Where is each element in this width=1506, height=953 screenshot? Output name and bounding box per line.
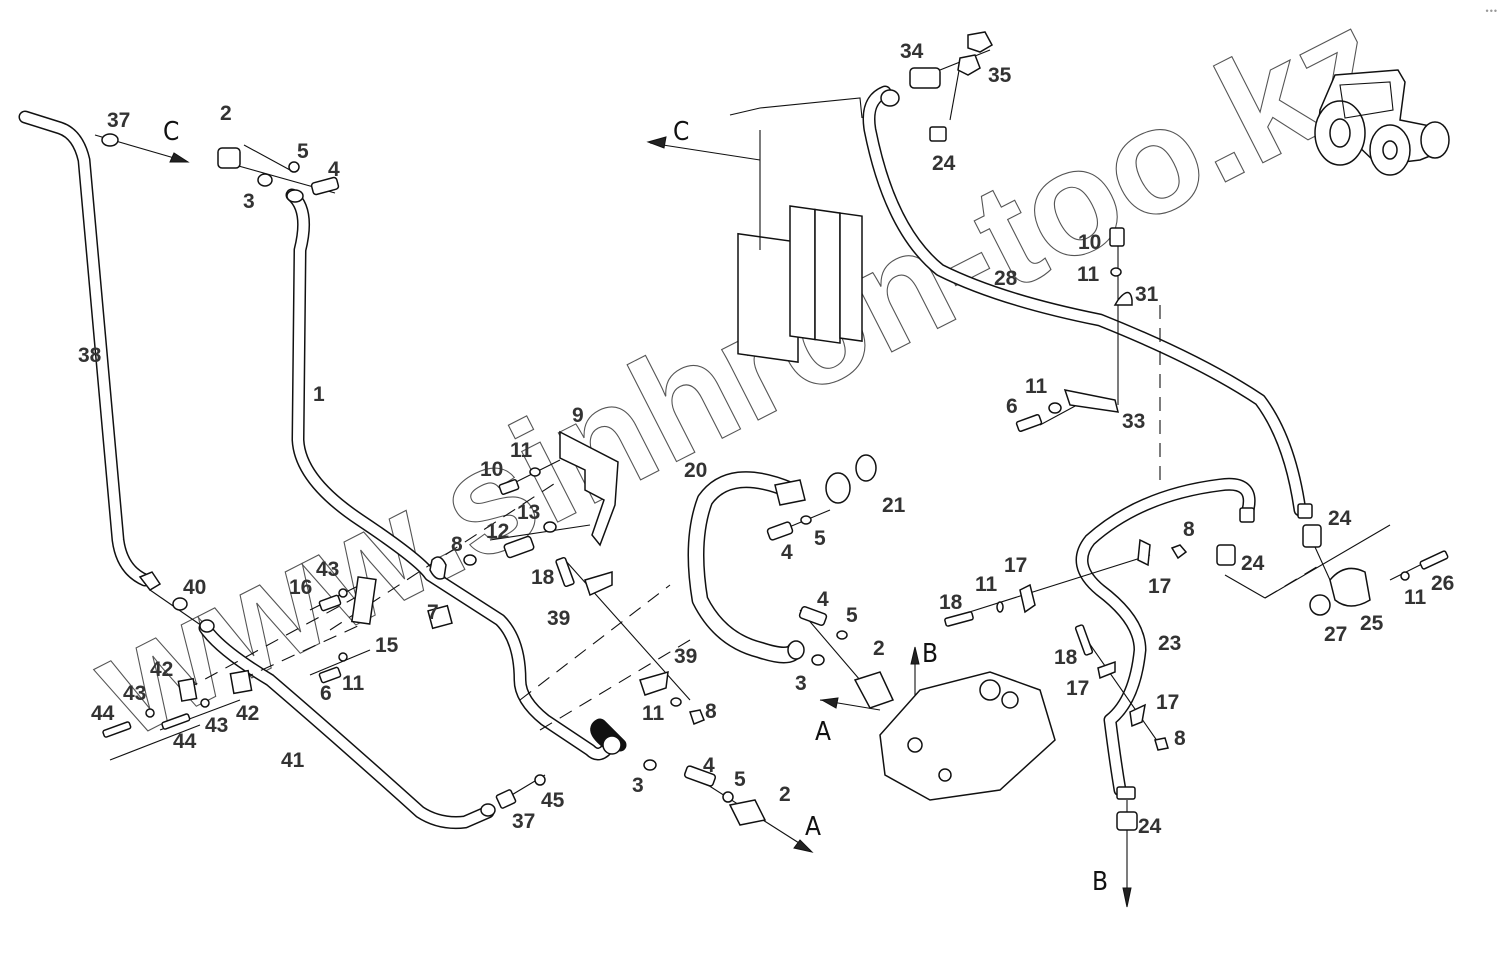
callout: 10	[480, 458, 503, 481]
callout: 39	[674, 645, 697, 668]
callout: 11	[510, 439, 533, 462]
callout: 11	[342, 672, 365, 695]
callout: 4	[703, 754, 715, 777]
callout: 35	[988, 64, 1012, 87]
callout: 10	[1078, 231, 1101, 254]
callout: 4	[817, 588, 829, 611]
callout: 16	[289, 576, 312, 599]
pipe-41	[198, 621, 495, 829]
callout: 44	[173, 730, 197, 753]
callout: 17	[1066, 677, 1089, 700]
callout: 2	[220, 102, 232, 125]
callout: 24	[1241, 552, 1265, 575]
callout: 2	[873, 637, 885, 660]
direction-letter-C: C	[673, 117, 689, 147]
direction-letter-C: C	[163, 117, 179, 147]
callout: 37	[107, 109, 130, 132]
callout: 38	[78, 344, 102, 367]
direction-letter-A: A	[815, 717, 831, 747]
callout: 6	[1006, 395, 1018, 418]
pipe-38	[18, 110, 152, 587]
callout: 7	[427, 601, 439, 624]
callout: 11	[1077, 263, 1100, 286]
callout: 11	[975, 573, 998, 596]
callout: 27	[1324, 623, 1347, 646]
watermark: www.sinhron-too.kz	[67, 0, 1409, 769]
callout: 2	[779, 783, 791, 806]
fittings	[101, 31, 1449, 831]
callout: 4	[781, 541, 793, 564]
callout: 37	[512, 810, 535, 833]
callout: 42	[150, 658, 173, 681]
callout: 17	[1156, 691, 1179, 714]
callout: 8	[1183, 518, 1195, 541]
pipe-1	[285, 188, 617, 761]
callout: 24	[932, 152, 956, 175]
pipe-23	[1075, 477, 1256, 797]
callout: 44	[91, 702, 115, 725]
callout: 24	[1138, 815, 1162, 838]
callout: 5	[814, 527, 826, 550]
callout: 3	[243, 190, 255, 213]
callout: 1	[313, 383, 325, 406]
callout: 11	[1404, 586, 1427, 609]
callout: 15	[375, 634, 399, 657]
direction-letter-B: B	[922, 639, 938, 669]
callout: 9	[572, 404, 584, 427]
callout: 40	[183, 576, 206, 599]
callout: 5	[734, 768, 746, 791]
callouts: 37 2 5 4 3 34 35 24 38 1 10 11 28 31 11 …	[78, 40, 1454, 838]
callout: 33	[1122, 410, 1145, 433]
callout: 5	[846, 604, 858, 627]
callout: 39	[547, 607, 570, 630]
callout: 20	[684, 459, 707, 482]
direction-letter-A: A	[805, 812, 821, 842]
callout: 3	[795, 672, 807, 695]
callout: 11	[642, 702, 665, 725]
callout: 45	[541, 789, 565, 812]
hydraulic-valve-block-top	[729, 97, 863, 364]
pipe-28	[862, 85, 1307, 517]
callout: 34	[900, 40, 924, 63]
direction-arrows	[169, 136, 1132, 908]
callout: 24	[1328, 507, 1352, 530]
callout: 6	[320, 682, 332, 705]
callout: 21	[882, 494, 906, 517]
tractor-illustration	[1314, 69, 1450, 176]
hydraulic-valve-block-bottom	[879, 671, 1056, 801]
callout: 8	[1174, 727, 1186, 750]
callout: 25	[1360, 612, 1384, 635]
callout: 26	[1431, 572, 1454, 595]
direction-letter-B: B	[1092, 867, 1108, 897]
callout: 17	[1148, 575, 1171, 598]
callout: 17	[1004, 554, 1027, 577]
callout: 18	[939, 591, 963, 614]
callout: 23	[1158, 632, 1181, 655]
callout: 4	[328, 158, 340, 181]
callout: 18	[1054, 646, 1078, 669]
callout: 43	[205, 714, 228, 737]
callout: 43	[316, 558, 339, 581]
callout: 18	[531, 566, 555, 589]
callout: 13	[517, 501, 540, 524]
callout: 5	[297, 140, 309, 163]
callout: 3	[632, 774, 644, 797]
callout: 8	[451, 533, 463, 556]
callout: 12	[486, 520, 509, 543]
callout: 31	[1135, 283, 1159, 306]
hose-20	[687, 471, 804, 664]
corner-marks: •••	[1485, 6, 1498, 16]
callout: 41	[281, 749, 305, 772]
callout: 11	[1025, 375, 1048, 398]
callout: 42	[236, 702, 259, 725]
callout: 8	[705, 700, 717, 723]
callout: 43	[123, 682, 146, 705]
callout: 28	[994, 267, 1018, 290]
